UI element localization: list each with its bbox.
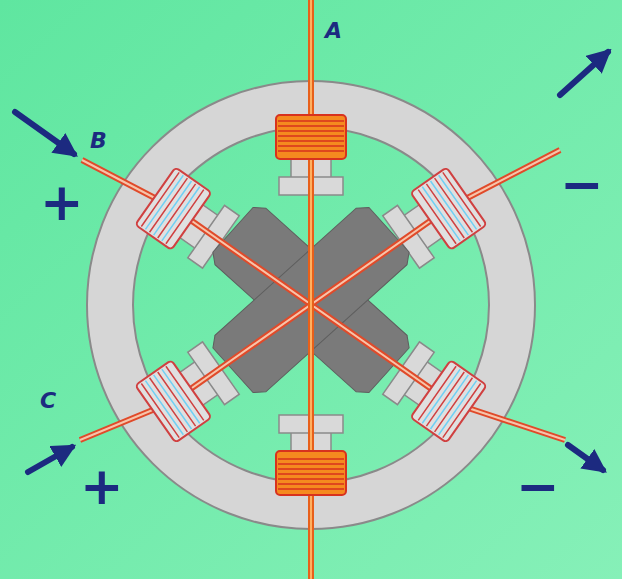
wire-label: B [90, 130, 107, 152]
polarity-sign: + [40, 176, 84, 228]
polarity-sign: − [516, 460, 560, 512]
wire-label: A [325, 20, 342, 42]
polarity-sign: − [560, 158, 604, 210]
polarity-sign: + [80, 460, 124, 512]
wire-label: C [40, 390, 56, 412]
